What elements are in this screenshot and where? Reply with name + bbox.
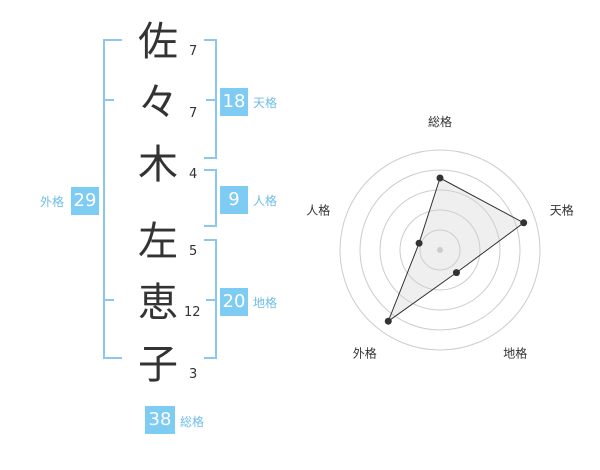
jinkaku-bracket — [204, 169, 217, 227]
stroke-count-4: 5 — [189, 244, 198, 259]
gaikaku-label: 外格 — [40, 195, 65, 209]
name-char-3: 木 — [138, 142, 178, 188]
jinkaku-value: 9 — [220, 186, 248, 214]
radar-point-5 — [415, 239, 423, 247]
radar-point-2 — [520, 219, 528, 227]
radar-series-area — [387, 177, 525, 323]
radar-grid-ring — [399, 209, 481, 291]
chikaku-label: 地格 — [253, 296, 278, 310]
radar-point-1 — [436, 174, 444, 182]
name-char-2: 々 — [138, 80, 178, 126]
radar-axis-label: 外格 — [353, 346, 377, 361]
radar-center-dot — [437, 247, 443, 253]
stroke-count-3: 4 — [189, 167, 198, 182]
chikaku-value: 20 — [220, 288, 248, 316]
soukaku-value: 38 — [145, 406, 175, 434]
soukaku-label: 総格 — [180, 415, 205, 429]
name-char-6: 子 — [138, 342, 178, 388]
name-char-4: 左 — [138, 219, 178, 265]
jinkaku-label: 人格 — [253, 194, 278, 208]
radar-axis-label: 総格 — [428, 114, 452, 129]
stroke-count-6: 3 — [189, 367, 198, 382]
radar-point-3 — [452, 269, 460, 277]
name-char-1: 佐 — [138, 19, 178, 65]
radar-grid-ring — [419, 229, 461, 271]
stroke-count-1: 7 — [189, 44, 198, 59]
tenkaku-label: 天格 — [253, 96, 278, 110]
radar-grid-ring — [379, 189, 501, 311]
gaikaku-bracket — [103, 39, 122, 359]
radar-grid-ring — [339, 149, 541, 351]
gaikaku-value: 29 — [71, 187, 99, 215]
radar-point-4 — [384, 317, 392, 325]
radar-axis-label: 地格 — [503, 346, 527, 361]
name-char-5: 恵 — [138, 280, 178, 326]
radar-grid-ring — [359, 169, 521, 331]
stroke-count-5: 12 — [184, 305, 201, 320]
stroke-count-2: 7 — [189, 106, 198, 121]
tenkaku-value: 18 — [220, 88, 248, 116]
radar-axis-label: 人格 — [306, 202, 330, 217]
radar-axis-label: 天格 — [550, 202, 574, 217]
